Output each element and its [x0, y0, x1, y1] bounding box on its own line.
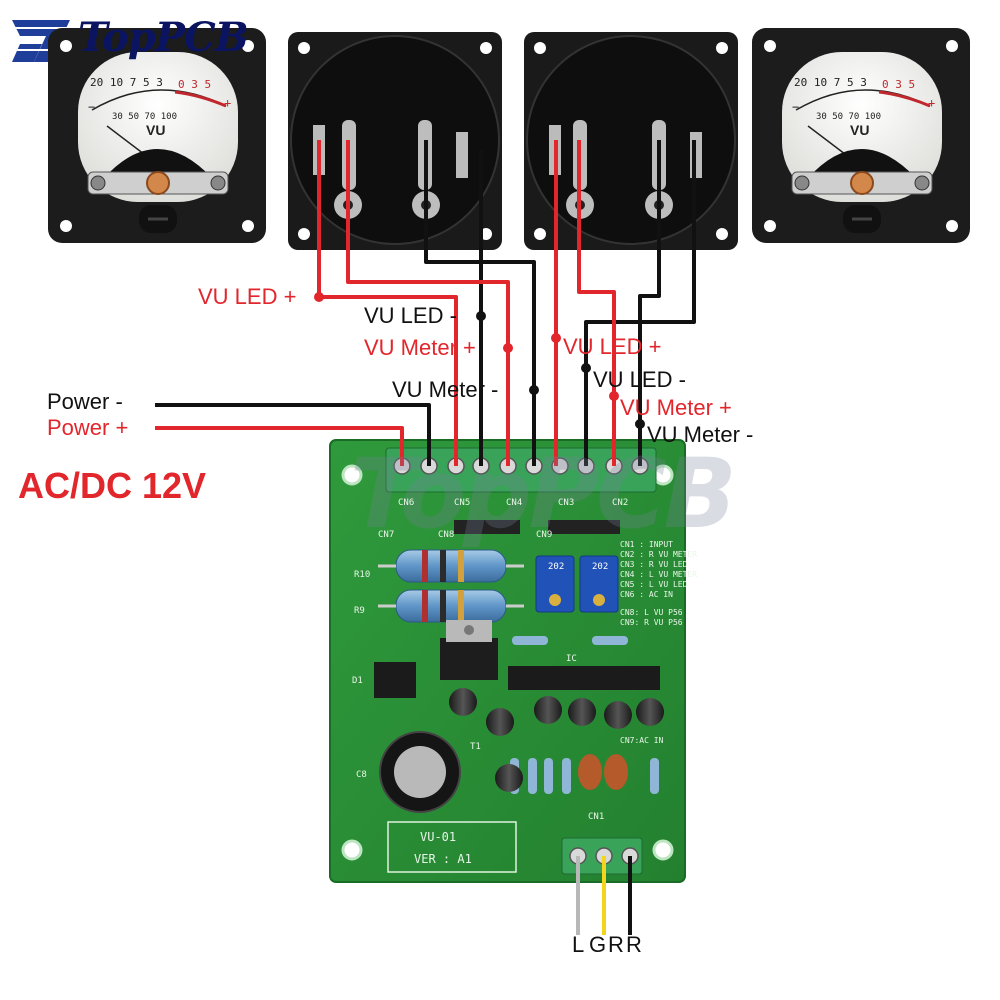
label-left-vu-led-plus: VU LED + [198, 284, 297, 309]
input-label-l: L [572, 932, 585, 957]
left-meter-unit: VU [146, 122, 166, 138]
legend-line: CN3 : R VU LED [620, 560, 688, 569]
left-vu-meter [48, 28, 266, 243]
left-meter-scale-bottom: 30 50 70 100 [112, 112, 178, 122]
label-left-vu-meter-plus: VU Meter + [364, 335, 476, 360]
input-label-r: R [608, 932, 624, 957]
silk-t1: T1 [470, 742, 481, 752]
pot-left-value: 202 [548, 562, 565, 572]
legend-line: CN2 : R VU METER [620, 550, 698, 559]
input-label-r2: R [626, 932, 642, 957]
label-right-vu-meter-plus: VU Meter + [620, 395, 732, 420]
brand-logo: TopPCB [78, 14, 249, 61]
legend-line: CN4 : L VU METER [620, 570, 698, 579]
board-version: VER : A1 [414, 852, 472, 866]
legend-line: CN6 : AC IN [620, 590, 673, 599]
silk-d1: D1 [352, 676, 363, 686]
label-left-vu-meter-minus: VU Meter - [392, 377, 499, 402]
wiring [155, 140, 696, 935]
right-meter-unit: VU [850, 122, 870, 138]
right-meter-scale-bottom: 30 50 70 100 [816, 112, 882, 122]
label-power-plus: Power + [47, 415, 129, 440]
right-meter-minus: − [792, 100, 800, 114]
legend-line: CN8: L VU P56 [620, 608, 683, 617]
vu-driver-board [329, 439, 686, 883]
pot-right-value: 202 [592, 562, 609, 572]
silk-cn4: CN4 [506, 498, 523, 508]
right-vu-meter [752, 28, 970, 243]
left-meter-minus: − [88, 100, 96, 114]
silk-cn5: CN5 [454, 498, 471, 508]
silk-cn6: CN6 [398, 498, 415, 508]
silk-c8: C8 [356, 770, 367, 780]
label-right-vu-led-plus: VU LED + [563, 334, 662, 359]
small-resistors [510, 636, 659, 794]
board-model: VU-01 [420, 830, 457, 844]
right-meter-plus: + [928, 96, 936, 110]
label-right-vu-led-minus: VU LED - [593, 367, 686, 392]
silk-r9: R9 [354, 606, 365, 616]
label-power-minus: Power - [47, 389, 123, 414]
right-meter-scale-red: 0 3 5 [882, 78, 916, 91]
left-meter-plus: + [224, 96, 232, 110]
right-meter-scale-top: 20 10 7 5 3 [794, 76, 867, 89]
input-label-g: G [589, 932, 607, 957]
capacitors [379, 688, 664, 813]
watermark: TopPCB [350, 438, 737, 550]
silk-cn3: CN3 [558, 498, 575, 508]
silk-cn7: CN7 [378, 530, 395, 540]
label-left-vu-led-minus: VU LED - [364, 303, 457, 328]
left-meter-scale-top: 20 10 7 5 3 [90, 76, 163, 89]
label-right-vu-meter-minus: VU Meter - [647, 422, 754, 447]
silk-cn1: CN1 [588, 812, 605, 822]
junction-dots [314, 292, 645, 429]
legend-line: CN7:AC IN [620, 736, 664, 745]
label-supply-voltage: AC/DC 12V [18, 465, 207, 506]
silk-cn2: CN2 [612, 498, 629, 508]
left-meter-back [288, 32, 502, 250]
left-meter-scale-red: 0 3 5 [178, 78, 212, 91]
legend-line: CN5 : L VU LED [620, 580, 688, 589]
silk-ic: IC [566, 654, 577, 664]
silk-cn9: CN9 [536, 530, 553, 540]
legend-line: CN9: R VU P56 [620, 618, 683, 627]
legend-line: CN1 : INPUT [620, 540, 673, 549]
board-legend: CN1 : INPUT CN2 : R VU METER CN3 : R VU … [620, 540, 697, 745]
silk-r10: R10 [354, 570, 371, 580]
silk-cn8: CN8 [438, 530, 455, 540]
